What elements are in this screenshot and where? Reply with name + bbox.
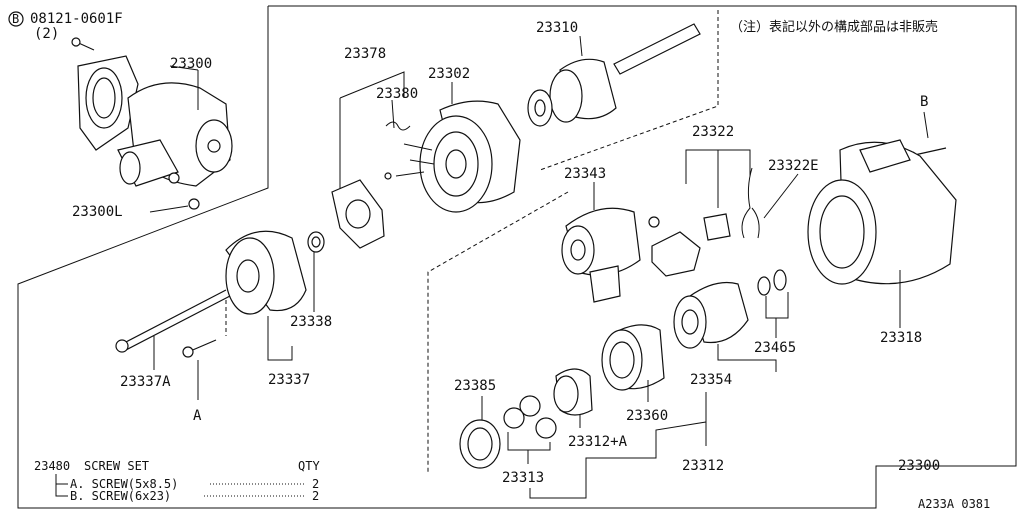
screw-item-a-label: A. SCREW(5x8.5) xyxy=(70,477,178,491)
part-23378-brush-plate: 23378 23380 xyxy=(331,46,418,249)
screw-set-qty-header: QTY xyxy=(298,459,320,473)
screw-item-b-qty: 2 xyxy=(312,489,319,503)
screw-set-title: SCREW SET xyxy=(84,459,149,473)
label-23302: 23302 xyxy=(428,66,470,82)
starter-assembly-thumbnail: B 08121-0601F (2) 23300 23300L xyxy=(8,11,233,220)
non-sale-note: （注）表記以外の構成部品は非販売 xyxy=(730,19,938,35)
part-23313-planet-gears: 23313 xyxy=(502,395,557,486)
label-23312A: 23312+A xyxy=(568,434,628,450)
part-23312-group: 23312 23300 xyxy=(529,392,940,499)
armature-dashed-box xyxy=(539,10,719,171)
diagram-id: A233A 0381 xyxy=(918,497,990,511)
part-23302-yoke: 23302 xyxy=(384,66,521,213)
label-23380: 23380 xyxy=(376,86,418,102)
bolt-ref-marker: B xyxy=(12,12,19,26)
label-23300-thumbnail: 23300 xyxy=(170,56,212,72)
label-23322E: 23322E xyxy=(768,158,819,174)
marker-b: B xyxy=(920,94,928,110)
label-23318: 23318 xyxy=(880,330,922,346)
label-23337A: 23337A xyxy=(120,374,171,390)
label-23343: 23343 xyxy=(564,166,606,182)
label-23360: 23360 xyxy=(626,408,668,424)
part-23318-front-housing: B 23318 xyxy=(807,94,957,346)
part-23360-internal-gear: 23360 xyxy=(601,324,668,424)
screw-item-b-label: B. SCREW(6x23) xyxy=(70,489,171,503)
label-23465: 23465 xyxy=(754,340,796,356)
bolt-ref-qty: (2) xyxy=(34,26,59,42)
label-23338: 23338 xyxy=(290,314,332,330)
part-23338-bushing: 23338 xyxy=(290,231,332,330)
part-23354-clutch: 23354 xyxy=(673,281,777,388)
assembly-boundary xyxy=(17,5,1017,509)
label-23378: 23378 xyxy=(344,46,386,62)
part-23465-washers: 23465 xyxy=(754,269,796,356)
label-23354: 23354 xyxy=(690,372,732,388)
marker-a: A xyxy=(193,408,202,424)
screw-item-a-qty: 2 xyxy=(312,477,319,491)
screw-set-table: 23480 SCREW SET QTY A. SCREW(5x8.5) 2 B.… xyxy=(34,459,320,503)
screw-set-code: 23480 xyxy=(34,459,70,473)
part-23312A-carrier: 23312+A xyxy=(553,368,628,450)
drive-dashed-box xyxy=(427,191,569,474)
label-23300-main: 23300 xyxy=(898,458,940,474)
label-23300L: 23300L xyxy=(72,204,123,220)
part-23310-armature: 23310 xyxy=(527,20,701,127)
part-23343-solenoid: 23343 xyxy=(561,166,660,303)
label-23313: 23313 xyxy=(502,470,544,486)
bolt-ref-code: 08121-0601F xyxy=(30,11,123,27)
part-23337A-through-bolt: 23337A A xyxy=(115,289,231,424)
label-23322: 23322 xyxy=(692,124,734,140)
part-23337-rear-cover: 23337 xyxy=(225,230,310,388)
part-23322-lever: 23322 23322E xyxy=(651,124,819,277)
label-23312: 23312 xyxy=(682,458,724,474)
part-23385-seal: 23385 xyxy=(454,378,501,469)
label-23310: 23310 xyxy=(536,20,578,36)
label-23385: 23385 xyxy=(454,378,496,394)
label-23337: 23337 xyxy=(268,372,310,388)
